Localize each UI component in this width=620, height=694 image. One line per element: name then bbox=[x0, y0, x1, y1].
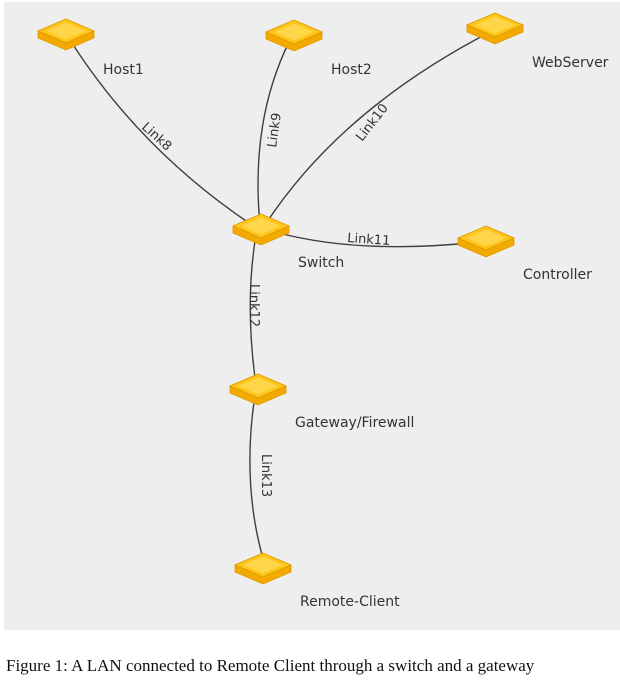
link12-label: Link12 bbox=[246, 284, 261, 327]
diagram-panel bbox=[4, 2, 620, 630]
gateway-node[interactable]: Gateway/Firewall bbox=[229, 373, 414, 431]
link-labels: Link8 Link9 Link10 Link11 Link12 Link13 bbox=[138, 101, 391, 497]
webserver-label: WebServer bbox=[532, 55, 609, 71]
controller-label: Controller bbox=[523, 267, 592, 283]
switch-box-icon bbox=[232, 213, 290, 246]
link9-edge bbox=[257, 39, 291, 226]
switch-box-icon bbox=[37, 18, 95, 51]
links bbox=[69, 31, 491, 556]
switch-box-icon bbox=[265, 19, 323, 52]
link10-edge bbox=[264, 31, 491, 226]
nodes: Host1 Host2 WebServer Switch Controller … bbox=[37, 12, 609, 610]
link13-edge bbox=[249, 394, 263, 556]
switch-box-icon bbox=[234, 552, 292, 585]
host1-label: Host1 bbox=[103, 62, 144, 78]
gateway-label: Gateway/Firewall bbox=[295, 415, 414, 431]
remote-client-node[interactable]: Remote-Client bbox=[234, 552, 400, 610]
controller-node[interactable]: Controller bbox=[457, 225, 592, 283]
link11-label: Link11 bbox=[347, 231, 391, 249]
switch-box-icon bbox=[229, 373, 287, 406]
switch-node[interactable]: Switch bbox=[232, 213, 344, 271]
webserver-node[interactable]: WebServer bbox=[466, 12, 609, 71]
remote-client-label: Remote-Client bbox=[300, 594, 400, 610]
link13-label: Link13 bbox=[258, 454, 273, 497]
figure-caption: Figure 1: A LAN connected to Remote Clie… bbox=[6, 656, 535, 675]
network-diagram: Link8 Link9 Link10 Link11 Link12 Link13 … bbox=[37, 12, 609, 610]
link8-edge bbox=[69, 39, 253, 226]
host1-node[interactable]: Host1 bbox=[37, 18, 144, 78]
link11-edge bbox=[274, 231, 479, 248]
switch-box-icon bbox=[457, 225, 515, 258]
link12-edge bbox=[249, 234, 257, 379]
switch-label: Switch bbox=[298, 255, 344, 271]
link9-label: Link9 bbox=[265, 112, 285, 149]
link8-label: Link8 bbox=[138, 120, 174, 155]
host2-node[interactable]: Host2 bbox=[265, 19, 372, 78]
host2-label: Host2 bbox=[331, 62, 372, 78]
